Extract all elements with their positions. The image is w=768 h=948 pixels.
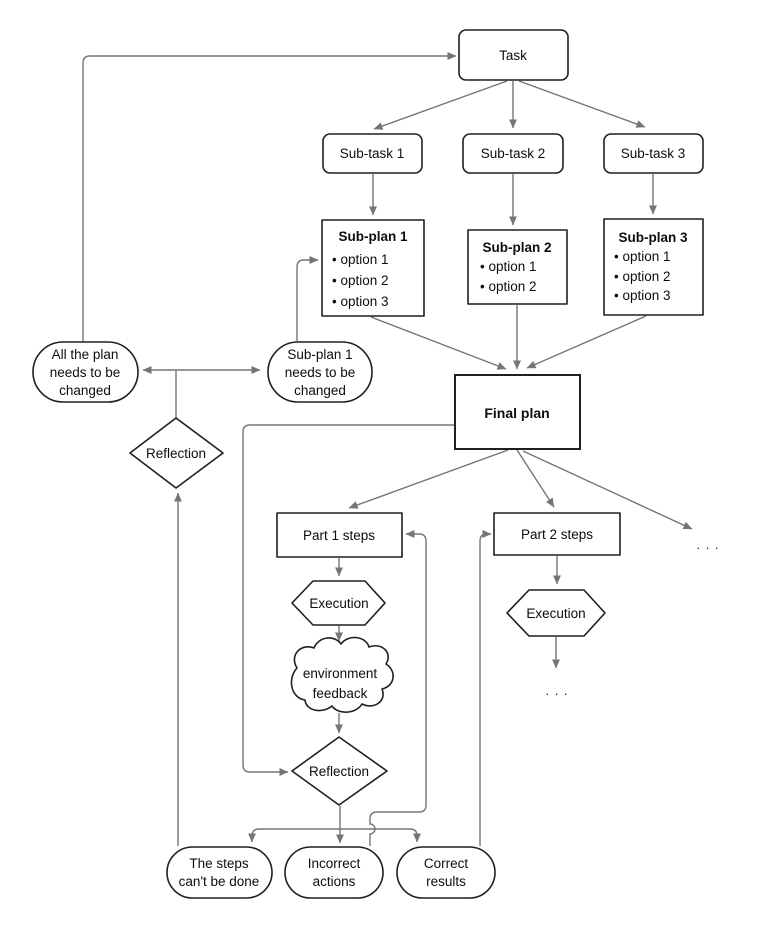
- reflection2-label: Reflection: [146, 446, 206, 461]
- steps-cant-line: The steps: [189, 856, 249, 871]
- subplan3-option: • option 3: [614, 288, 671, 303]
- all-plan-changed-line: All the plan: [52, 347, 119, 362]
- node-final-plan: Final plan: [454, 374, 581, 450]
- steps-cant-line: can't be done: [179, 874, 260, 889]
- subtask2-label: Sub-task 2: [481, 146, 546, 161]
- node-task: Task: [458, 29, 569, 81]
- edge-finalplan-to-part2: [516, 449, 555, 508]
- subplan1-changed-line: changed: [294, 383, 346, 398]
- ellipsis-bottom: . . .: [545, 683, 568, 698]
- env-feedback-line: feedback: [313, 686, 368, 701]
- edge-subplan3-to-finalplan: [526, 315, 647, 369]
- subplan2-title: Sub-plan 2: [482, 240, 551, 255]
- task-box: [458, 29, 569, 81]
- node-correct-results: Correct results: [396, 846, 496, 899]
- node-subtask3: Sub-task 3: [603, 133, 704, 174]
- node-subtask2: Sub-task 2: [462, 133, 564, 174]
- final-plan-box: [454, 374, 581, 450]
- node-incorrect-actions: Incorrect actions: [284, 846, 384, 899]
- subtask1-box: [322, 133, 423, 174]
- subplan1-option: • option 2: [332, 273, 389, 288]
- env-feedback-cloud: [290, 636, 394, 713]
- part1-steps-label: Part 1 steps: [303, 528, 375, 543]
- final-plan-label: Final plan: [484, 405, 549, 421]
- ellipsis-right: . . .: [696, 537, 719, 552]
- subplan3-option: • option 1: [614, 249, 671, 264]
- edge-finalplan-to-part1: [348, 449, 509, 509]
- subplan1-title: Sub-plan 1: [338, 229, 407, 244]
- correct-results-line: Correct: [424, 856, 469, 871]
- subtask3-box: [603, 133, 704, 174]
- edge-branch-to-correct: [340, 828, 421, 843]
- part1-steps-box: [276, 512, 403, 558]
- node-reflection2: Reflection: [129, 417, 224, 489]
- subtask3-label: Sub-task 3: [621, 146, 686, 161]
- node-part2-steps: Part 2 steps: [493, 512, 621, 556]
- node-part1-steps: Part 1 steps: [276, 512, 403, 558]
- node-env-feedback: environment feedback: [290, 636, 394, 713]
- reflection2-diamond: [129, 417, 224, 489]
- edges: [82, 52, 693, 846]
- subplan1-changed-line: needs to be: [285, 365, 356, 380]
- all-plan-changed-line: changed: [59, 383, 111, 398]
- node-execution2: Execution: [506, 589, 606, 637]
- correct-results-line: results: [426, 874, 466, 889]
- reflection1-diamond: [291, 736, 388, 806]
- task-label: Task: [499, 48, 527, 63]
- all-plan-changed-pill: [32, 341, 139, 403]
- edge-subplan1changed-to-subplan1: [296, 256, 319, 341]
- subplan1-option: • option 1: [332, 252, 389, 267]
- subplan3-option: • option 2: [614, 269, 671, 284]
- node-subplan1-changed: Sub-plan 1 needs to be changed: [267, 341, 373, 403]
- node-reflection1: Reflection: [291, 736, 388, 806]
- node-execution1: Execution: [291, 580, 386, 626]
- edge-task-to-subtask1: [373, 80, 508, 130]
- subplan3-title: Sub-plan 3: [618, 230, 687, 245]
- edge-allplan-to-task: [82, 52, 457, 341]
- incorrect-actions-line: actions: [313, 874, 356, 889]
- steps-cant-pill: [166, 846, 273, 899]
- subtask2-box: [462, 133, 564, 174]
- subplan1-box: [321, 219, 425, 317]
- subplan3-box: [603, 218, 704, 316]
- subplan2-option: • option 1: [480, 259, 537, 274]
- env-feedback-line: environment: [303, 666, 378, 681]
- execution1-hexagon: [291, 580, 386, 626]
- correct-results-pill: [396, 846, 496, 899]
- incorrect-actions-line: Incorrect: [308, 856, 361, 871]
- edge-correct-to-part2: [479, 530, 492, 846]
- execution2-hexagon: [506, 589, 606, 637]
- node-subplan2: Sub-plan 2 • option 1 • option 2: [467, 229, 568, 305]
- part2-steps-label: Part 2 steps: [521, 527, 593, 542]
- node-steps-cant-be-done: The steps can't be done: [166, 846, 273, 899]
- edge-task-to-subtask3: [518, 80, 646, 128]
- node-subtask1: Sub-task 1: [322, 133, 423, 174]
- subplan1-option: • option 3: [332, 294, 389, 309]
- node-all-plan-changed: All the plan needs to be changed: [32, 341, 139, 403]
- subtask1-label: Sub-task 1: [340, 146, 405, 161]
- execution2-label: Execution: [526, 606, 585, 621]
- node-subplan3: Sub-plan 3 • option 1 • option 2 • optio…: [603, 218, 704, 316]
- reflection1-label: Reflection: [309, 764, 369, 779]
- all-plan-changed-line: needs to be: [50, 365, 121, 380]
- incorrect-actions-pill: [284, 846, 384, 899]
- edge-incorrect-to-part1: [369, 530, 427, 846]
- edge-finalplan-to-reflection1: [242, 424, 455, 776]
- subplan1-changed-pill: [267, 341, 373, 403]
- edge-finalplan-to-more: [522, 450, 693, 530]
- subplan2-box: [467, 229, 568, 305]
- edge-branch-to-stepscant: [248, 828, 340, 843]
- execution1-label: Execution: [309, 596, 368, 611]
- edge-subplan1-to-finalplan: [370, 316, 507, 370]
- part2-steps-box: [493, 512, 621, 556]
- subplan1-changed-line: Sub-plan 1: [287, 347, 352, 362]
- nodes: Task Sub-task 1 Sub-task 2 Sub-task 3 Su…: [32, 29, 719, 899]
- node-subplan1: Sub-plan 1 • option 1 • option 2 • optio…: [321, 219, 425, 317]
- subplan2-option: • option 2: [480, 279, 537, 294]
